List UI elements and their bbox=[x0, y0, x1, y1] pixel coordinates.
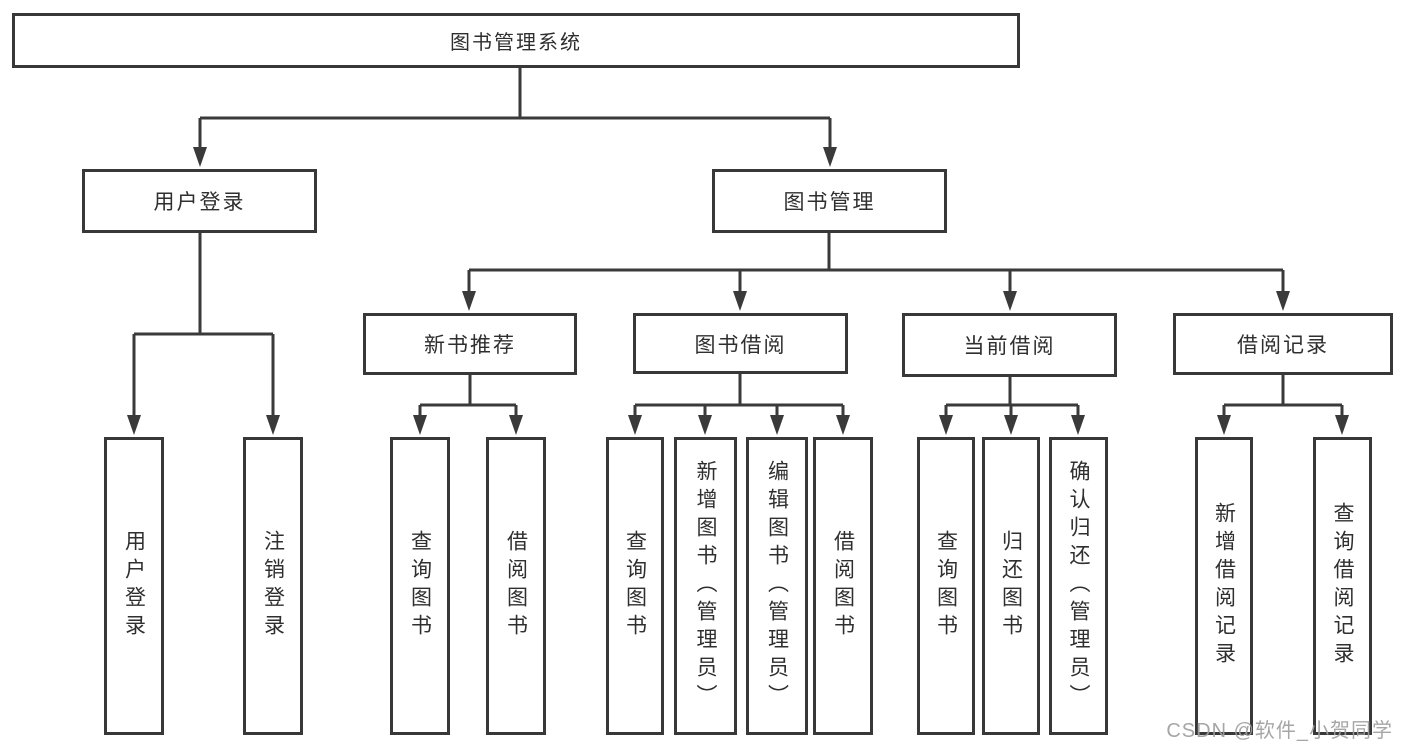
node-label: 确认归还（管理员） bbox=[1067, 460, 1090, 712]
leaf-edit-books-admin: 编辑图书（管理员） bbox=[746, 437, 808, 735]
node-label: 图书借阅 bbox=[694, 333, 787, 357]
node-label: 图书管理 bbox=[783, 191, 876, 214]
node-label: 查询借阅记录 bbox=[1331, 502, 1354, 670]
node-book-borrow: 图书借阅 bbox=[633, 313, 848, 374]
node-borrow-records: 借阅记录 bbox=[1173, 313, 1393, 375]
node-label: 当前借阅 bbox=[963, 335, 1056, 358]
csdn-watermark: CSDN @软件_小贺同学 bbox=[1166, 720, 1393, 742]
leaf-borrow-books-recommend: 借阅图书 bbox=[486, 437, 546, 735]
node-new-book-recommend: 新书推荐 bbox=[363, 313, 577, 375]
node-book-management: 图书管理 bbox=[712, 169, 947, 233]
leaf-query-borrow-record: 查询借阅记录 bbox=[1313, 437, 1372, 735]
node-current-borrow: 当前借阅 bbox=[902, 313, 1117, 377]
leaf-confirm-return-admin: 确认归还（管理员） bbox=[1049, 437, 1108, 735]
node-label: 用户登录 bbox=[153, 191, 246, 214]
leaf-return-books: 归还图书 bbox=[982, 437, 1040, 735]
node-label: 借阅图书 bbox=[504, 530, 528, 642]
leaf-query-books-borrow: 查询图书 bbox=[606, 437, 664, 735]
node-label: 借阅记录 bbox=[1237, 334, 1329, 357]
node-label: 注销登录 bbox=[261, 530, 285, 642]
node-label: 新增借阅记录 bbox=[1212, 502, 1236, 670]
leaf-logout: 注销登录 bbox=[243, 437, 303, 735]
leaf-add-borrow-record: 新增借阅记录 bbox=[1195, 437, 1253, 735]
node-label: 编辑图书（管理员） bbox=[765, 460, 789, 712]
node-label: 用户登录 bbox=[122, 530, 146, 642]
leaf-add-books-admin: 新增图书（管理员） bbox=[674, 437, 737, 735]
leaf-query-books-recommend: 查询图书 bbox=[390, 437, 450, 735]
leaf-user-login: 用户登录 bbox=[104, 437, 164, 735]
node-label: 新书推荐 bbox=[424, 334, 516, 357]
node-label: 图书管理系统 bbox=[450, 32, 582, 54]
arrowhead-icons bbox=[127, 147, 1349, 435]
node-label: 查询图书 bbox=[934, 530, 958, 642]
node-label: 新增图书（管理员） bbox=[694, 460, 717, 712]
node-user-login: 用户登录 bbox=[82, 169, 317, 233]
leaf-query-books-current: 查询图书 bbox=[917, 437, 975, 735]
node-label: 查询图书 bbox=[623, 530, 647, 642]
node-root-system: 图书管理系统 bbox=[12, 13, 1020, 68]
leaf-borrow-books: 借阅图书 bbox=[813, 437, 873, 735]
node-label: 借阅图书 bbox=[831, 530, 855, 642]
node-label: 查询图书 bbox=[408, 530, 432, 642]
node-label: 归还图书 bbox=[999, 530, 1023, 642]
